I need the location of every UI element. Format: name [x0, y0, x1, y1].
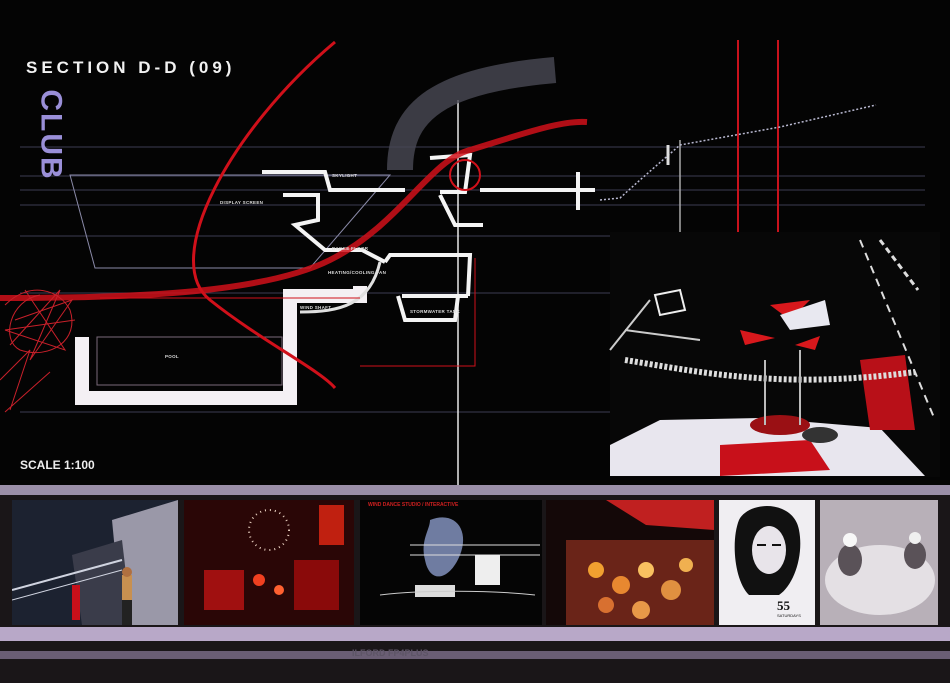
film-frame-4: [546, 500, 714, 625]
label-wind-shaft: WIND SHAFT: [300, 305, 332, 310]
poster-subtext: SATURDAYS: [777, 613, 801, 618]
club-title: CLUB: [34, 89, 68, 181]
label-display-screen: DISPLAY SCREEN: [220, 200, 264, 205]
pool-section: [75, 286, 367, 405]
film-frame-2: [184, 500, 354, 625]
label-stormwater-tank: STORMWATER TANK: [410, 309, 460, 314]
catwalk-line: [599, 104, 877, 201]
wind-shaft-curve: [299, 261, 382, 314]
film-frame-6: [820, 500, 938, 625]
film-edge-text: ILFORD FP4PLUS: [352, 648, 429, 658]
film-frame-1: [12, 500, 178, 625]
label-pool: POOL: [165, 354, 179, 359]
film-top-edge: [0, 485, 950, 495]
film-bottom-edge: [0, 627, 950, 641]
film-frame-5: 55 SATURDAYS: [719, 500, 815, 625]
red-scribble: [0, 289, 76, 413]
label-heating-fan: HEATING/COOLING FAN: [328, 270, 387, 275]
red-circulation: [0, 40, 588, 389]
label-dance-floor: DANCE FLOOR: [332, 246, 369, 251]
film-frame-3: WIND DANCE STUDIO / INTERACTIVE: [360, 500, 542, 625]
frame3-caption: WIND DANCE STUDIO / INTERACTIVE: [368, 502, 459, 508]
poster-number: 55: [777, 598, 790, 613]
pool-basin: [96, 336, 283, 386]
film-edge-band: [0, 651, 950, 659]
scale-label: SCALE 1:100: [20, 458, 95, 472]
club-render: [609, 232, 940, 477]
sheet-title: SECTION D-D (09): [26, 58, 236, 77]
label-skylight: SKYLIGHT: [332, 173, 358, 178]
grey-tube: [387, 57, 557, 171]
